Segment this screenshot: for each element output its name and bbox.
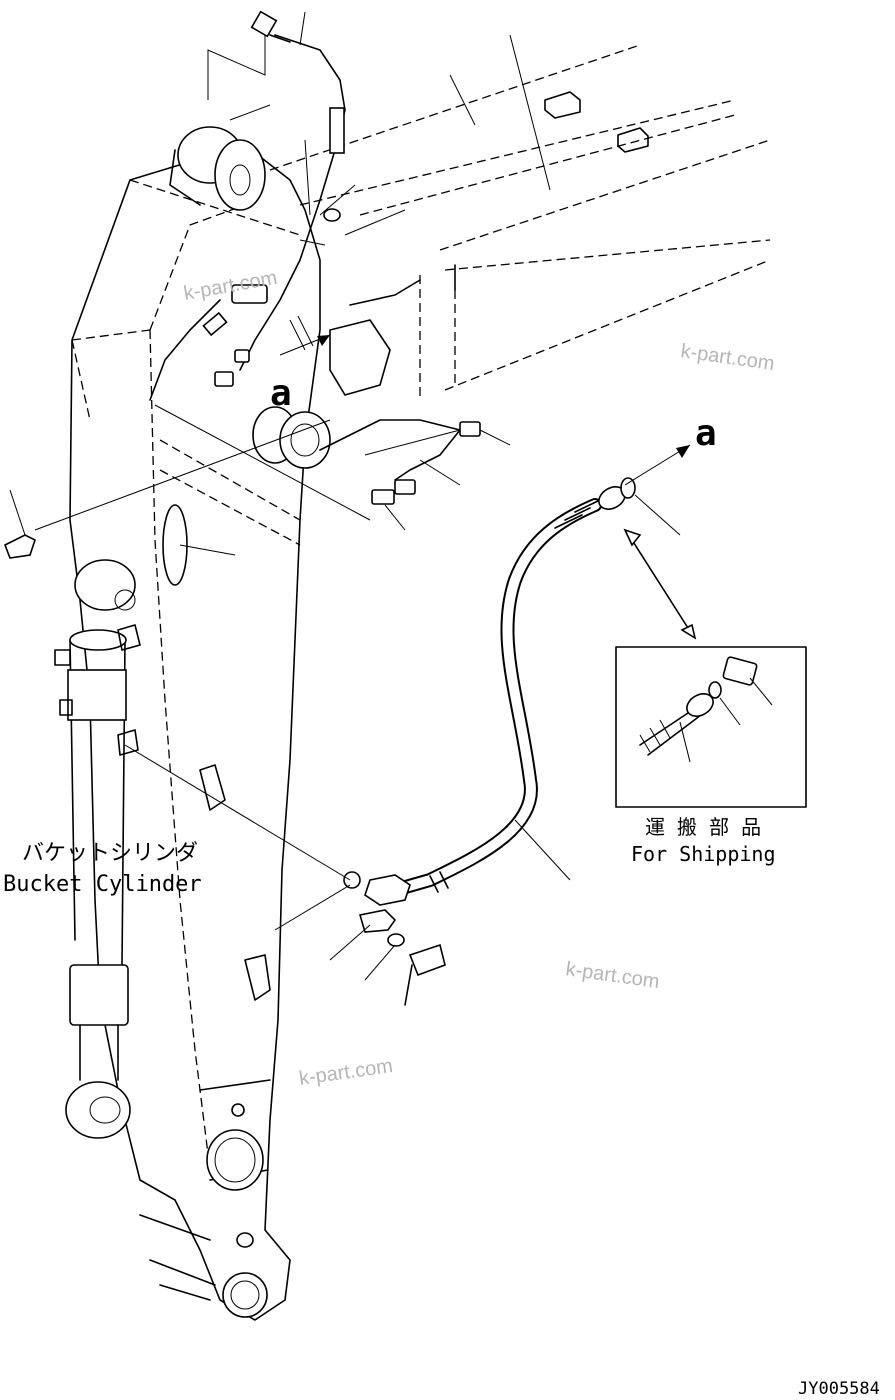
arm-body <box>69 144 321 1321</box>
view-arrow <box>279 315 691 486</box>
boom-clamp-brackets <box>544 91 649 153</box>
grease-hose-middle <box>319 419 481 481</box>
bucket-cylinder-en-label: Bucket Cylinder <box>3 872 202 897</box>
grease-hose-left <box>149 284 268 401</box>
boom-foot-boss <box>252 279 421 469</box>
hose-flange-top <box>598 477 636 510</box>
boom-outline <box>269 44 771 400</box>
hose-flange-bottom <box>343 871 446 1006</box>
arm-side-brackets <box>162 504 271 1001</box>
grease-fittings <box>3 349 416 559</box>
double-arrow <box>623 528 697 640</box>
view-reference-detail: a <box>695 413 717 454</box>
shipping-detail-box <box>615 646 807 808</box>
bucket-cylinder <box>54 559 141 1139</box>
view-reference-main: a <box>270 373 292 414</box>
watermark: k-part.com <box>564 958 661 993</box>
for-shipping-jp-label: 運 搬 部 品 <box>645 815 761 839</box>
drawing-number: JY005584 <box>798 1379 880 1399</box>
for-shipping-en-label: For Shipping <box>631 842 776 866</box>
leader-lines <box>9 11 681 981</box>
watermark: k-part.com <box>679 340 776 375</box>
main-hose <box>388 498 602 897</box>
grease-hose-upper <box>239 10 346 371</box>
watermark: k-part.com <box>298 1055 395 1090</box>
bucket-cylinder-jp-label: バケットシリンダ <box>22 841 198 866</box>
arm-pin-boss <box>206 1103 268 1318</box>
arm-top-boss <box>169 126 266 211</box>
